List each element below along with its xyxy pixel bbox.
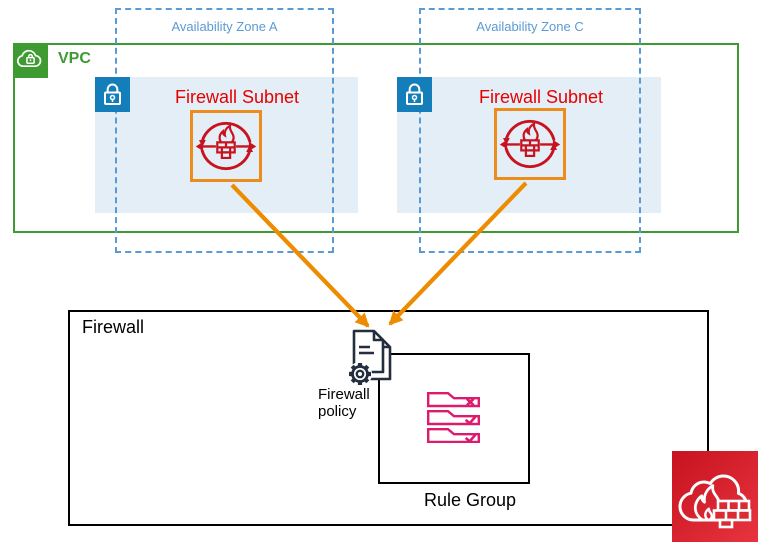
availability-zone-c-label: Availability Zone C (476, 19, 584, 34)
subnet-c-lock-icon (397, 77, 432, 112)
subnet-a-lock-icon (95, 77, 130, 112)
aws-network-firewall-icon (672, 451, 758, 542)
vpc-cloud-lock-icon (13, 43, 48, 78)
rule-group-label: Rule Group (423, 490, 517, 510)
vpc-label: VPC (58, 50, 91, 67)
vpc-box (13, 43, 739, 233)
firewall-box-label: Firewall (82, 317, 145, 337)
firewall-subnet-c-label: Firewall Subnet (478, 87, 604, 107)
availability-zone-a-label: Availability Zone A (171, 19, 278, 34)
availability-zone-c-box: Availability Zone C (419, 8, 641, 253)
firewall-subnet-a-label: Firewall Subnet (174, 87, 300, 107)
firewall-endpoint-a-icon (190, 110, 262, 182)
rule-group-checklist-icon (427, 392, 480, 443)
availability-zone-a-box: Availability Zone A (115, 8, 334, 253)
firewall-policy-document-gear-icon (346, 327, 400, 387)
firewall-endpoint-c-icon (494, 108, 566, 180)
rule-group-box (378, 353, 530, 484)
firewall-policy-label: Firewall policy (318, 386, 370, 420)
